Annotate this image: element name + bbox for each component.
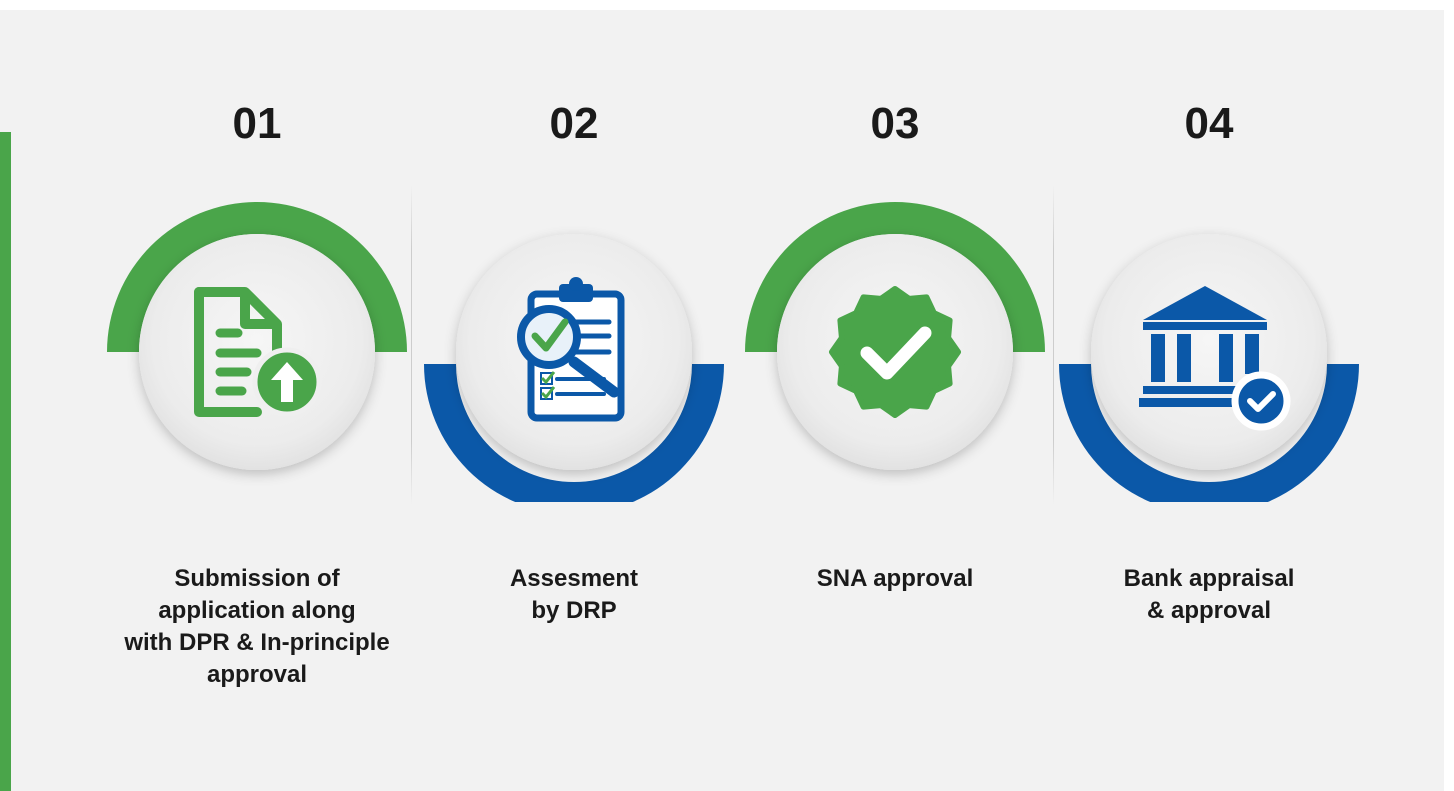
step-2: 02 Assesment by DRP (424, 0, 724, 791)
step-3: 03 SNA approval (745, 0, 1045, 791)
step-divider (411, 185, 412, 505)
step-arc (107, 202, 407, 352)
step-arc (745, 202, 1045, 352)
verified-badge-check-icon (829, 286, 961, 418)
step-badge (424, 234, 724, 502)
step-badge (107, 202, 407, 470)
step-label: Bank appraisal & approval (1123, 565, 1295, 624)
step-badge (1059, 234, 1359, 502)
step-number: 03 (870, 99, 920, 148)
step-label: Submission of application along with DPR… (124, 565, 390, 688)
clipboard-checklist-magnifier-icon (517, 277, 625, 422)
step-badge (745, 202, 1045, 470)
step-1: 01 Submission of application along with … (107, 0, 407, 791)
step-4: 04 Bank appraisal & approval (1059, 0, 1359, 791)
step-arc (424, 364, 724, 502)
step-label: SNA approval (816, 565, 974, 592)
step-arc (1059, 364, 1359, 502)
step-number: 01 (232, 99, 282, 148)
step-divider (1053, 185, 1054, 505)
document-upload-icon (194, 287, 322, 417)
bank-building-check-icon (1139, 286, 1291, 431)
step-label: Assesment by DRP (509, 565, 639, 624)
step-number: 04 (1184, 99, 1234, 148)
side-accent-bar (0, 132, 11, 791)
step-number: 02 (549, 99, 599, 148)
